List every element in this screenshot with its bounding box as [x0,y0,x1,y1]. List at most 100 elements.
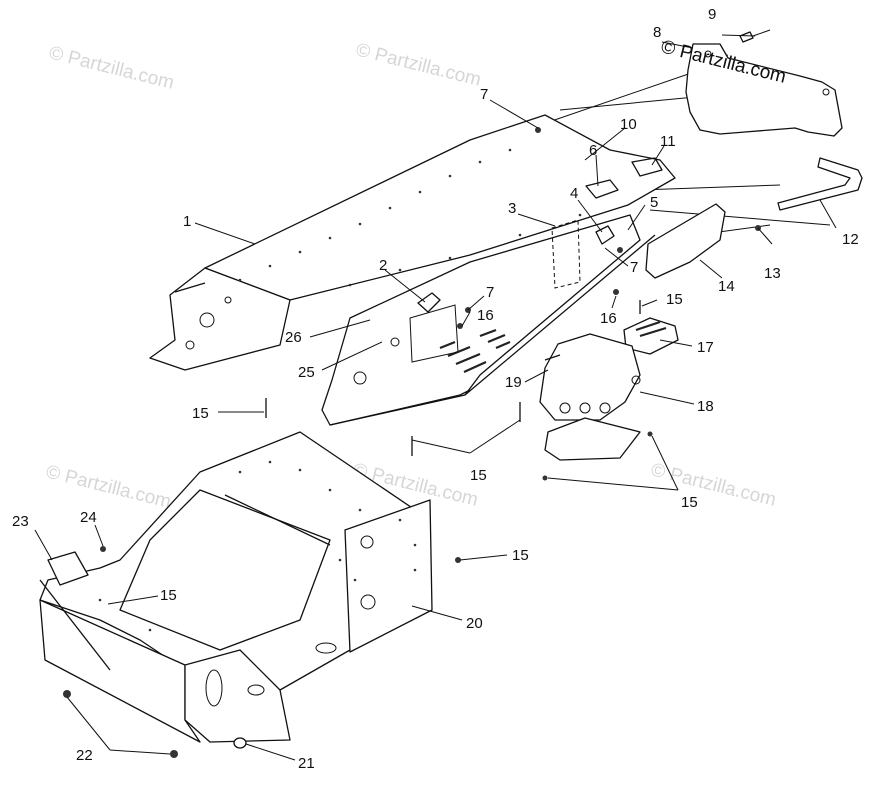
side-rail-bracket-2 [417,292,441,313]
part-mount-18 [539,333,641,421]
callout-20: 20 [466,615,483,632]
bulkhead-front-face [39,599,201,743]
callout-15-upper: 15 [666,291,683,308]
bulkhead-inner-lip [224,494,331,546]
part-deflector-14 [645,203,726,279]
mount-hole [579,402,591,414]
flap-outline [685,43,843,137]
callout-12: 12 [842,231,859,248]
tunnel-hole [224,296,232,304]
bolt-9-shank [752,29,771,37]
callout-15-center: 15 [470,467,487,484]
tunnel-rivets [238,148,582,287]
nut-15-bottom-left [542,475,548,481]
flap-hole [822,88,830,96]
rivet-7 [535,127,541,133]
fastener-22-bottom [170,750,178,758]
nut-24 [100,546,106,552]
callout-23: 23 [12,513,29,530]
callout-15-left: 15 [192,405,209,422]
callout-19: 19 [505,374,522,391]
callout-26: 26 [285,329,302,346]
rivet-7-right [617,247,623,253]
side-rail-plate-25 [409,304,459,363]
callout-1: 1 [183,213,191,230]
nut-15-bottom-right [647,431,653,437]
callout-11: 11 [660,133,676,150]
part-bracket-11 [631,157,663,177]
bolt-15-right [455,557,461,563]
part-panel-3 [551,219,581,289]
side-rail-tube [464,234,656,396]
callout-22: 22 [76,747,93,764]
phantom-line [649,209,831,226]
bulkhead-corner-23 [47,551,89,586]
bulkhead-well [119,489,331,651]
callout-15-inner: 15 [160,587,177,604]
bulkhead-side-panel [184,649,291,743]
tunnel-hole [199,312,215,328]
callout-9: 9 [708,6,716,23]
bulkhead-right-side [344,499,433,653]
callout-15-bottom-right: 15 [681,494,698,511]
bulkhead-slot [315,642,337,654]
part-rear-flap [685,43,843,137]
side-rail-panel [321,214,641,426]
flap-hole [704,50,712,58]
mount-hole [599,402,611,414]
bumper-bar [777,157,863,211]
callout-14: 14 [718,278,735,295]
leader-lines [34,34,837,761]
callout-2: 2 [379,257,387,274]
side-rail-hole [390,337,400,347]
tunnel-left-side [149,267,291,371]
callout-17: 17 [697,339,714,356]
callout-5: 5 [650,194,658,211]
bulkhead-strut [39,579,111,671]
side-rail-hole [353,371,367,385]
callout-15-side: 15 [512,547,529,564]
watermark-text: © Partzilla.com [354,39,483,90]
watermarks: © Partzilla.com © Partzilla.com © Partzi… [44,39,778,512]
callout-8: 8 [653,24,661,41]
part-side-rail [321,214,656,426]
side-rail-flange [329,389,471,426]
bulkhead-rivets [98,460,417,632]
callout-18: 18 [697,398,714,415]
callout-4: 4 [570,185,578,202]
watermark-text: © Partzilla.com [47,42,176,93]
callout-25: 25 [298,364,315,381]
phantom-line [639,184,781,191]
callouts: 1 2 3 4 5 6 7 7 7 8 9 10 11 12 13 14 15 … [12,6,859,772]
grommet-21 [233,737,247,749]
callout-10: 10 [620,116,637,133]
mount-hole [631,375,641,385]
callout-16-right: 16 [600,310,617,327]
bulkhead-hole [360,535,374,549]
tunnel-top [204,114,676,301]
part-rear-bumper [777,157,863,211]
watermark-text: © Partzilla.com [649,459,778,510]
phantom-line [539,69,701,126]
callout-13: 13 [764,265,781,282]
bulkhead-slot [247,684,265,696]
nut-16-left [457,323,463,329]
callout-7-mid: 7 [486,284,494,301]
fastener-22-top [63,690,71,698]
callout-7-right: 7 [630,259,638,276]
mount-hole [559,402,571,414]
callout-3: 3 [508,200,516,217]
bolt-9-shape [739,31,754,43]
bulkhead-slot [205,669,223,707]
part-bolt-9 [739,29,771,43]
tunnel-hole [185,340,195,350]
tunnel-bumper-tube [174,282,206,293]
side-rail-hatching [439,328,511,374]
part-bulkhead-20 [39,431,433,743]
nut-16-right [613,289,619,295]
part-lower-plate [544,417,641,461]
callout-6: 6 [589,142,597,159]
bulkhead-hole [360,594,376,610]
callout-21: 21 [298,755,315,772]
